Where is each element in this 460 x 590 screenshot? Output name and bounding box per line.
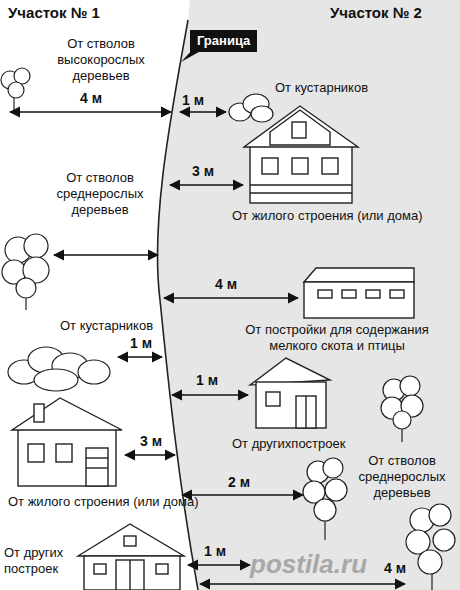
house-left [12,398,122,486]
dimension-value: 4 м [215,276,237,292]
watermark: postila.ru [250,549,367,579]
bush-left [8,347,110,391]
house-right [244,106,358,203]
tree-bottom-right [406,504,455,590]
distance-note: От другихпостроек [232,436,345,452]
plot-title: Участок № 2 [330,5,422,21]
bush-top [229,94,273,122]
plot-2-ground [157,0,460,590]
tree-2m [303,458,347,540]
distance-note: От жилого строения (или дома) [232,208,423,224]
tree-mid-left [2,234,49,310]
tree-top-left [1,68,30,110]
callout-text: Граница [197,33,250,48]
plot-title: Участок № 1 [8,5,100,21]
livestock-shed [304,268,414,318]
dimension-value: 1 м [196,372,218,388]
building-bottom-left [78,524,184,590]
dimension-value: 3 м [192,163,214,179]
distance-note: От постройки для содержания мелкого скот… [222,322,452,354]
distance-note: От стволов среднерослых деревьев [35,170,165,218]
dimension-value: 3 м [140,433,162,449]
distance-note: От стволов высокорослых деревьев [40,36,162,84]
tree-right-barn [381,376,423,442]
distance-note: От жилого строения (или дома) [8,494,199,510]
distance-note: От кустарников [60,318,153,334]
distance-note: От кустарников [275,80,368,96]
dimension-value: 1 м [204,543,226,559]
dimension-value: 1 м [182,92,204,108]
distance-note: От других построек [4,545,76,577]
barn-right [250,358,330,428]
boundary-callout: Граница [190,30,257,52]
dimension-value: 2 м [228,474,250,490]
dimension-value: 4 м [384,560,406,576]
dimension-value: 1 м [130,335,152,351]
dimension-value: 4 м [80,90,102,106]
distance-note: От стволов среднерослых деревьев [350,453,454,501]
